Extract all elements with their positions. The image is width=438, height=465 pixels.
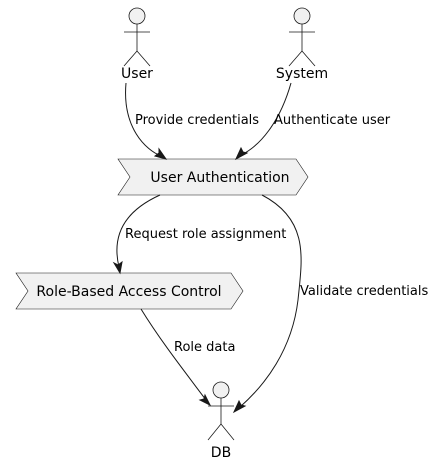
edge-authenticate-user-line bbox=[240, 82, 292, 156]
actor-system-leg-right bbox=[301, 50, 316, 67]
process-user-authentication: User Authentication bbox=[117, 158, 309, 196]
actor-user-label: User bbox=[121, 66, 153, 82]
actor-user: User bbox=[121, 7, 153, 82]
actor-db-leg-right bbox=[220, 423, 235, 441]
edge-validate-credentials-line bbox=[239, 194, 302, 408]
process-rbac-label: Role-Based Access Control bbox=[36, 284, 221, 300]
process-rbac: Role-Based Access Control bbox=[15, 272, 244, 310]
edge-validate-credentials-label: Validate credentials bbox=[300, 284, 429, 299]
process-rbac-shape bbox=[15, 272, 244, 310]
actor-user-head bbox=[128, 7, 146, 25]
actor-db: DB bbox=[207, 381, 235, 461]
edge-role-data-arrow bbox=[198, 393, 212, 407]
edge-provide-credentials-arrow bbox=[153, 147, 168, 160]
actor-system-label: System bbox=[276, 66, 328, 82]
edge-request-role-assignment-line bbox=[116, 194, 161, 268]
edge-validate-credentials-arrow bbox=[232, 399, 247, 414]
edge-request-role-assignment: Request role assignment bbox=[112, 194, 286, 275]
edge-role-data: Role data bbox=[140, 308, 235, 407]
actor-system-head bbox=[293, 7, 311, 25]
actor-system-leg-left bbox=[288, 50, 303, 67]
edge-authenticate-user: Authenticate user bbox=[234, 82, 391, 161]
process-user-authentication-label: User Authentication bbox=[150, 170, 289, 186]
edge-role-data-label: Role data bbox=[174, 340, 235, 355]
edge-request-role-assignment-label: Request role assignment bbox=[125, 227, 286, 242]
actor-system: System bbox=[276, 7, 328, 82]
edge-request-role-assignment-arrow bbox=[112, 260, 123, 275]
edge-role-data-line bbox=[140, 308, 207, 401]
process-user-authentication-shape bbox=[117, 158, 309, 196]
actor-user-leg-left bbox=[123, 50, 138, 67]
edge-authenticate-user-arrow bbox=[234, 146, 249, 161]
edge-validate-credentials: Validate credentials bbox=[232, 194, 429, 414]
actor-db-label: DB bbox=[211, 445, 231, 461]
actor-db-head bbox=[212, 381, 230, 399]
actor-user-leg-right bbox=[136, 50, 151, 67]
actor-db-leg-left bbox=[207, 423, 222, 441]
edge-provide-credentials-label: Provide credentials bbox=[135, 113, 259, 128]
edge-provide-credentials-line bbox=[125, 82, 162, 157]
edge-authenticate-user-label: Authenticate user bbox=[274, 113, 391, 128]
edge-provide-credentials: Provide credentials bbox=[125, 82, 259, 160]
